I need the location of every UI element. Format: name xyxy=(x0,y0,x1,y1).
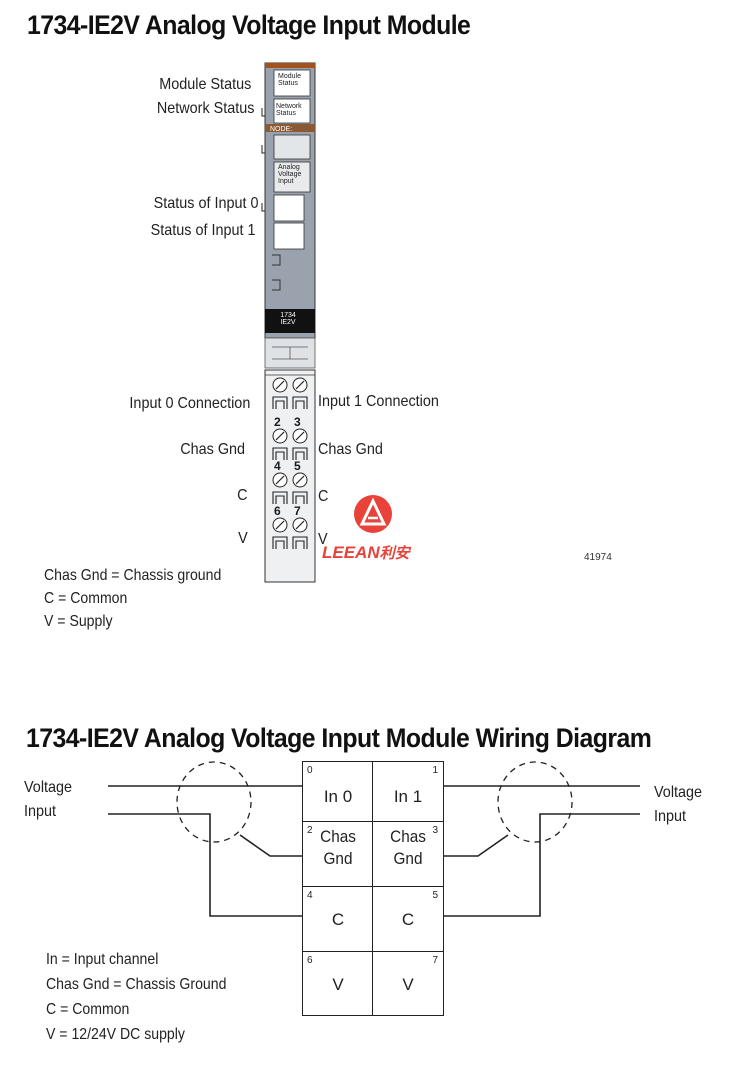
terminal-clamp-icon xyxy=(292,536,308,549)
face-node: NODE: xyxy=(270,126,293,133)
label-v-right: V xyxy=(318,531,328,548)
shield-left-icon xyxy=(176,761,252,843)
terminal-number: 2 xyxy=(274,415,281,429)
label-input-0-connection: Input 0 Connection xyxy=(129,395,250,412)
terminal-clamp-icon xyxy=(292,447,308,460)
wiring-lines xyxy=(108,761,640,917)
label-status-input-0: Status of Input 0 xyxy=(154,195,259,212)
legend-line: C = Common xyxy=(46,1001,130,1018)
watermark-brand: LEEAN xyxy=(322,543,380,562)
label-v-left: V xyxy=(238,530,248,547)
terminal-block xyxy=(272,377,308,549)
catalog-band xyxy=(265,309,315,333)
analog-label-panel xyxy=(273,161,311,193)
terminal-screw-slot xyxy=(275,475,285,485)
node-band xyxy=(265,124,315,132)
terminal-screw-slot xyxy=(295,520,305,530)
legend-line: Chas Gnd = Chassis ground xyxy=(44,567,222,584)
module-top-strip xyxy=(265,63,315,68)
terminal-cell: 3 Chas Gnd xyxy=(372,821,444,888)
terminal-cell-label: Chas Gnd xyxy=(320,827,356,868)
terminal-cell-label: V xyxy=(332,975,344,994)
terminal-cell-label: V xyxy=(402,975,414,994)
wire-left-shield xyxy=(239,834,302,857)
terminal-cell-number: 6 xyxy=(307,955,313,966)
label-c-right: C xyxy=(318,488,329,505)
face-network-status: Network Status xyxy=(276,103,302,117)
terminal-number: 5 xyxy=(294,459,301,473)
terminal-screw-slot xyxy=(275,520,285,530)
label-module-status: Module Status xyxy=(158,76,251,93)
wire-right-shield xyxy=(444,834,509,857)
status-window-2 xyxy=(273,98,311,124)
label-c-left: C xyxy=(237,487,248,504)
terminal-screw-slot xyxy=(275,380,285,390)
label-network-status: Network Status xyxy=(156,100,254,117)
wiring-legend: In = Input channel Chas Gnd = Chassis Gr… xyxy=(46,947,226,1047)
terminal-screw-slot xyxy=(295,380,305,390)
legend-line: C = Common xyxy=(44,590,128,607)
terminal-number: 6 xyxy=(274,504,281,518)
node-window xyxy=(273,134,311,160)
terminal-clamp-icon xyxy=(272,536,288,549)
voltage-input-left-label: Voltage Input xyxy=(24,779,73,820)
wire-right-c xyxy=(444,813,640,917)
terminal-cell-number: 5 xyxy=(432,890,438,901)
terminal-screw-slot xyxy=(275,431,285,441)
module-legend: Chas Gnd = Chassis ground C = Common V =… xyxy=(44,564,221,633)
status-window-1 xyxy=(273,69,311,97)
shield-right-icon xyxy=(497,761,573,843)
terminal-cell-label: In 1 xyxy=(393,787,423,806)
input-0-led xyxy=(273,194,305,222)
terminal-number: 7 xyxy=(294,504,301,518)
terminal-clamp-icon xyxy=(292,491,308,504)
terminal-cell: 0 In 0 xyxy=(302,761,374,823)
terminal-cell: 2 Chas Gnd xyxy=(302,821,374,888)
terminal-cell-number: 4 xyxy=(307,890,313,901)
face-catalog: 1734 IE2V xyxy=(280,312,296,326)
watermark-cn: 利安 xyxy=(379,545,410,562)
terminal-cell-label: C xyxy=(331,910,345,929)
terminal-clamp-icon xyxy=(272,491,288,504)
terminal-cell-label: In 0 xyxy=(323,787,353,806)
figure-number: 41974 xyxy=(584,552,612,563)
terminal-cell-number: 2 xyxy=(307,825,313,836)
watermark-logo-icon xyxy=(354,495,392,533)
terminal-cell-label: Chas Gnd xyxy=(390,827,426,868)
terminal-number: 4 xyxy=(274,459,281,473)
voltage-input-right-label: Voltage Input xyxy=(654,784,703,825)
input-1-led xyxy=(273,222,305,250)
legend-line: V = Supply xyxy=(44,613,113,630)
label-input-1-connection: Input 1 Connection xyxy=(318,393,439,410)
label-chas-gnd-left: Chas Gnd xyxy=(180,441,245,458)
terminal-cell-number: 1 xyxy=(432,765,438,776)
terminal-clamp-icon xyxy=(272,447,288,460)
legend-line: V = 12/24V DC supply xyxy=(46,1026,185,1043)
module-diagram-title: 1734-IE2V Analog Voltage Input Module xyxy=(27,10,471,40)
face-analog-label: Analog Voltage Input xyxy=(278,164,302,185)
terminal-cell-number: 3 xyxy=(432,825,438,836)
legend-line: In = Input channel xyxy=(46,951,159,968)
terminal-screw-slot xyxy=(295,431,305,441)
terminal-cell: 1 In 1 xyxy=(372,761,444,823)
terminal-clamp-icon xyxy=(272,396,288,409)
terminal-cell-number: 7 xyxy=(432,955,438,966)
terminal-number: 3 xyxy=(294,415,301,429)
label-chas-gnd-right: Chas Gnd xyxy=(318,441,383,458)
terminal-cell-label: C xyxy=(401,910,415,929)
watermark-text: LEEAN利安 xyxy=(322,542,410,563)
face-module-status: Module Status xyxy=(278,73,301,87)
wiring-diagram-title: 1734-IE2V Analog Voltage Input Module Wi… xyxy=(26,723,652,753)
wire-left-c xyxy=(108,813,302,917)
label-status-input-1: Status of Input 1 xyxy=(151,222,256,239)
legend-line: Chas Gnd = Chassis Ground xyxy=(46,976,227,993)
terminal-cell-number: 0 xyxy=(307,765,313,776)
terminal-clamp-icon xyxy=(292,396,308,409)
terminal-screw-slot xyxy=(295,475,305,485)
